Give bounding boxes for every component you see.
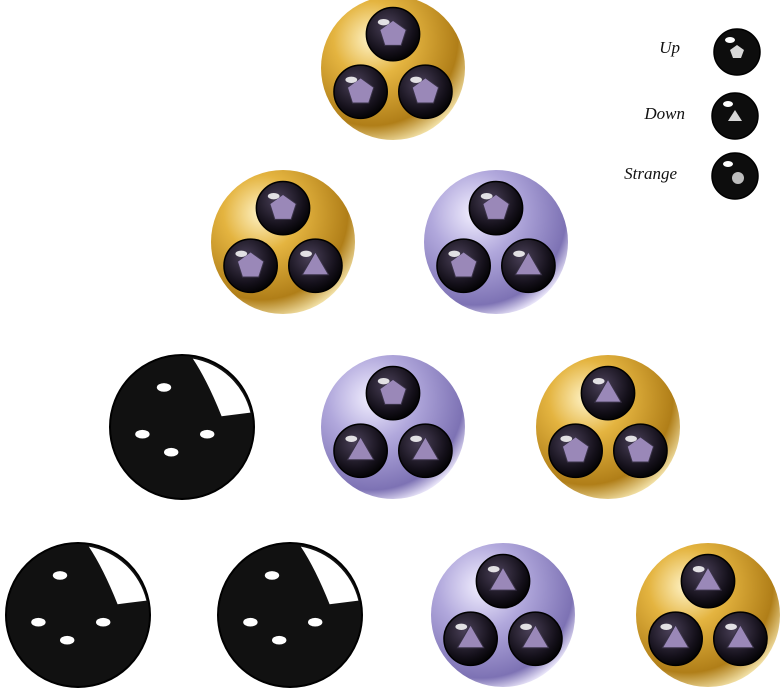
particle-gold xyxy=(211,170,355,314)
legend-quark-down-icon xyxy=(712,93,758,139)
particle-gold xyxy=(636,543,780,687)
quark-highlight xyxy=(345,436,357,442)
quark-highlight xyxy=(410,436,422,442)
sphere-speck xyxy=(157,383,171,392)
quark-highlight xyxy=(660,624,672,630)
particle-lavender xyxy=(424,170,568,314)
quark-highlight xyxy=(593,378,605,384)
particle-gold xyxy=(321,0,465,140)
particle-gold xyxy=(536,355,680,499)
sphere-speck xyxy=(265,571,279,580)
particle-lavender xyxy=(321,355,465,499)
quark-highlight xyxy=(448,251,460,257)
quark-highlight xyxy=(481,193,493,199)
sphere-speck xyxy=(60,636,74,645)
quark-highlight xyxy=(268,193,280,199)
legend-quark-up-icon xyxy=(714,29,760,75)
sphere-speck xyxy=(200,430,214,439)
sphere-speck xyxy=(135,430,149,439)
quark-highlight xyxy=(378,19,390,25)
legend-label-down: Down xyxy=(565,104,685,124)
quark-highlight xyxy=(300,251,312,257)
sphere-speck xyxy=(272,636,286,645)
particle-dark xyxy=(6,543,150,687)
quark-highlight xyxy=(488,566,500,572)
particle-dark xyxy=(218,543,362,687)
quark-highlight xyxy=(378,378,390,384)
legend-quark-strange-icon xyxy=(712,153,758,199)
legend-label-up: Up xyxy=(560,38,680,58)
quark-highlight xyxy=(235,251,247,257)
quark-highlight xyxy=(520,624,532,630)
quark-highlight xyxy=(455,624,467,630)
quark-highlight xyxy=(693,566,705,572)
quark-highlight xyxy=(560,436,572,442)
sphere-speck xyxy=(164,448,178,457)
strange-particle-sphere xyxy=(6,543,150,687)
sphere-speck xyxy=(308,618,322,627)
particle-dark xyxy=(110,355,254,499)
sphere-speck xyxy=(243,618,257,627)
legend-label-strange: Strange xyxy=(557,164,677,184)
particle-lavender xyxy=(431,543,575,687)
sphere-speck xyxy=(96,618,110,627)
quark-highlight xyxy=(625,436,637,442)
sphere-speck xyxy=(53,571,67,580)
quark-highlight xyxy=(513,251,525,257)
quark-highlight xyxy=(410,77,422,83)
quark-highlight xyxy=(345,77,357,83)
strange-particle-sphere xyxy=(218,543,362,687)
strange-particle-sphere xyxy=(110,355,254,499)
quark-highlight xyxy=(725,624,737,630)
sphere-speck xyxy=(31,618,45,627)
